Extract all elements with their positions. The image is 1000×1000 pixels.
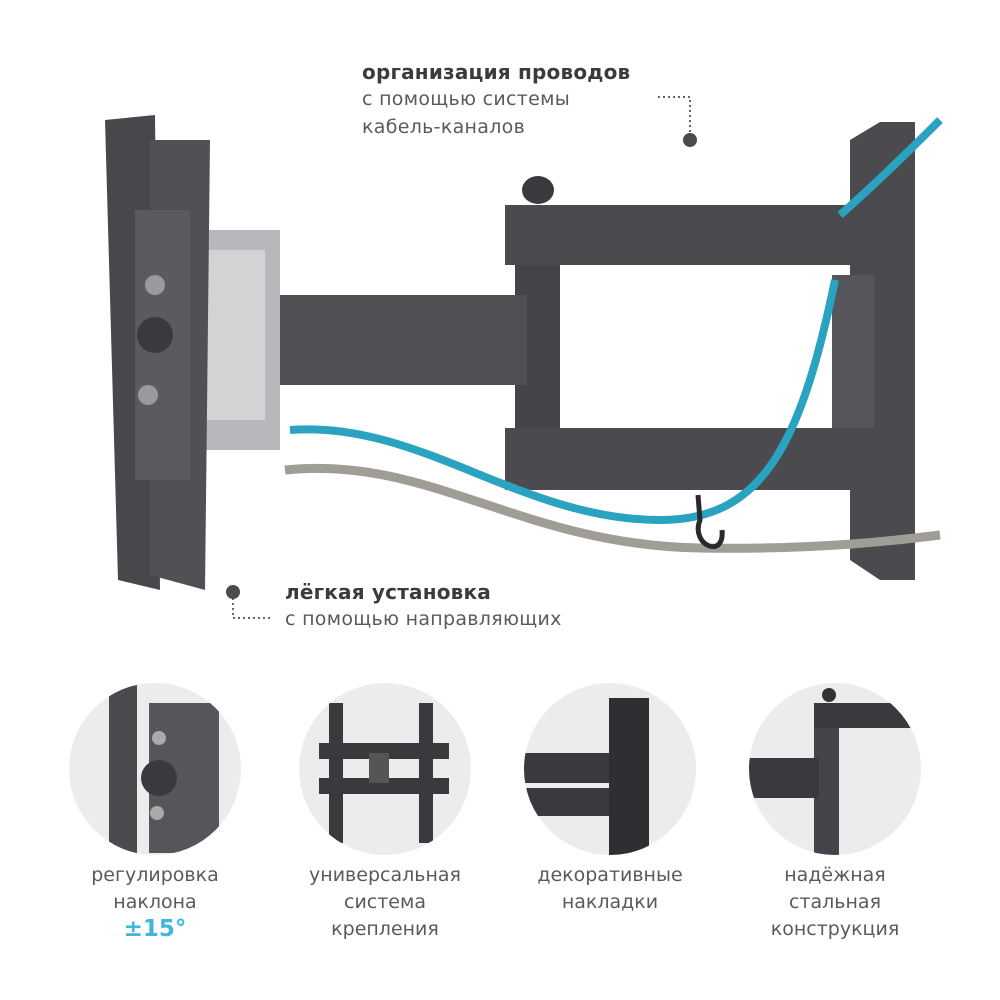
tilt-bracket-photo xyxy=(69,683,241,855)
lower-arm xyxy=(505,428,890,490)
caption-line: конструкция xyxy=(770,918,900,940)
feature-caption-decorative: декоративные накладки xyxy=(500,862,720,916)
callout-cables-line: с помощью системы xyxy=(362,88,571,110)
callout-install-line: с помощью направляющих xyxy=(285,608,562,630)
caption-line: накладки xyxy=(561,891,659,913)
callout-install-title: лёгкая установка xyxy=(285,580,492,604)
feature-caption-universal: универсальная система крепления xyxy=(275,862,495,943)
inner-arm xyxy=(265,295,527,385)
caption-line: универсальная xyxy=(309,864,461,886)
feature-caption-tilt: регулировка наклона ±15° xyxy=(45,862,265,943)
callout-cables-line: кабель-каналов xyxy=(362,116,526,138)
caption-line: крепления xyxy=(331,918,439,940)
callout-cables-title: организация проводов xyxy=(362,60,631,84)
caption-line: стальная xyxy=(789,891,881,913)
callout-connector xyxy=(232,598,272,619)
tilt-angle-value: ±15° xyxy=(123,916,187,942)
feature-caption-steel: надёжная стальная конструкция xyxy=(725,862,945,943)
upper-arm xyxy=(505,205,890,265)
mount-plate-photo xyxy=(299,683,471,855)
caption-line: наклона xyxy=(113,891,197,913)
cable-blue xyxy=(289,279,839,525)
product-image-wall-mount xyxy=(105,96,943,619)
steel-arm-photo xyxy=(749,683,921,855)
caption-line: система xyxy=(344,891,426,913)
decorative-cover-photo xyxy=(524,683,696,855)
callout-dot xyxy=(226,585,240,599)
callout-dot xyxy=(683,133,697,147)
caption-line: декоративные xyxy=(537,864,683,886)
caption-line: регулировка xyxy=(91,864,219,886)
callout-connector xyxy=(658,96,691,138)
caption-line: надёжная xyxy=(784,864,886,886)
cable-gray xyxy=(284,463,941,553)
